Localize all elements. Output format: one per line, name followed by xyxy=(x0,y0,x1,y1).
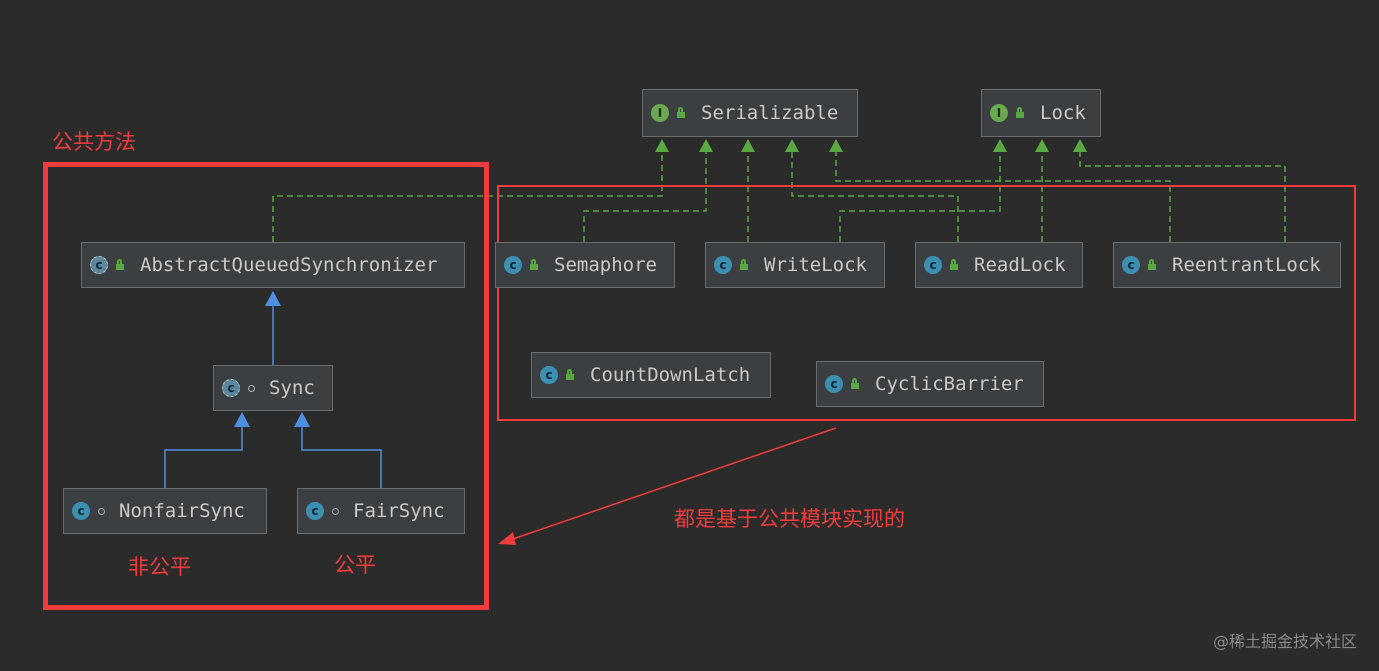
class-icon: c xyxy=(540,366,558,384)
aqs-implements-serializable xyxy=(272,139,669,242)
node-lock[interactable]: I Lock xyxy=(981,89,1101,137)
class-icon: c xyxy=(504,256,522,274)
extends-connectors xyxy=(164,291,382,488)
class-icon: c xyxy=(924,256,942,274)
abstract-class-icon: c xyxy=(222,379,240,397)
lock-icon xyxy=(675,107,687,119)
package-private-icon xyxy=(332,507,339,515)
semaphore-implements-serializable xyxy=(583,139,713,242)
lock-icon xyxy=(738,259,750,271)
watermark: @稀土掘金技术社区 xyxy=(1212,632,1357,651)
interface-icon: I xyxy=(990,104,1008,122)
readlock-implements-serializable xyxy=(785,139,959,242)
abstract-class-icon: c xyxy=(90,256,108,274)
class-icon: c xyxy=(714,256,732,274)
node-label: ReadLock xyxy=(974,254,1066,276)
fair-label: 公平 xyxy=(334,553,376,577)
node-label: WriteLock xyxy=(764,254,867,276)
node-sync[interactable]: c Sync xyxy=(213,365,333,411)
node-writelock[interactable]: c WriteLock xyxy=(705,242,885,288)
class-icon: c xyxy=(825,375,843,393)
reentrantlock-implements-serializable xyxy=(829,139,1171,242)
node-serializable[interactable]: I Serializable xyxy=(642,89,858,137)
node-label: Sync xyxy=(269,377,315,399)
lock-icon xyxy=(1146,259,1158,271)
fairsync-extends-sync xyxy=(294,412,382,488)
node-semaphore[interactable]: c Semaphore xyxy=(495,242,675,288)
based-on-public-label: 都是基于公共模块实现的 xyxy=(674,507,905,531)
interface-icon: I xyxy=(651,104,669,122)
node-label: NonfairSync xyxy=(119,500,245,522)
implementations-highlight-box xyxy=(497,185,1356,421)
class-icon: c xyxy=(72,502,90,520)
package-private-icon xyxy=(248,384,255,392)
node-label: AbstractQueuedSynchronizer xyxy=(140,254,438,276)
lock-icon xyxy=(948,259,960,271)
class-icon: c xyxy=(306,502,324,520)
node-label: ReentrantLock xyxy=(1172,254,1321,276)
node-label: FairSync xyxy=(353,500,445,522)
node-abstract-queued-synchronizer[interactable]: c AbstractQueuedSynchronizer xyxy=(81,242,465,288)
node-label: Serializable xyxy=(701,102,839,124)
lock-icon xyxy=(564,369,576,381)
node-reentrantlock[interactable]: c ReentrantLock xyxy=(1113,242,1341,288)
writelock-implements-lock xyxy=(839,139,1007,242)
nonfair-label: 非公平 xyxy=(128,555,191,579)
node-readlock[interactable]: c ReadLock xyxy=(915,242,1083,288)
node-label: Semaphore xyxy=(554,254,657,276)
lock-icon xyxy=(114,259,126,271)
public-methods-label: 公共方法 xyxy=(52,130,136,154)
public-module-highlight-box xyxy=(43,162,489,610)
node-nonfairsync[interactable]: c NonfairSync xyxy=(63,488,267,534)
node-countdownlatch[interactable]: c CountDownLatch xyxy=(531,352,771,398)
node-label: CyclicBarrier xyxy=(875,373,1024,395)
lock-icon xyxy=(1014,107,1026,119)
lock-icon xyxy=(849,378,861,390)
annotation-arrow xyxy=(498,427,837,545)
node-fairsync[interactable]: c FairSync xyxy=(297,488,465,534)
node-cyclicbarrier[interactable]: c CyclicBarrier xyxy=(816,361,1044,407)
node-label: Lock xyxy=(1040,102,1086,124)
annotation-arrow-head xyxy=(498,532,516,545)
implements-connectors xyxy=(272,139,1286,242)
node-label: CountDownLatch xyxy=(590,364,751,386)
package-private-icon xyxy=(98,507,105,515)
class-icon: c xyxy=(1122,256,1140,274)
reentrantlock-implements-lock xyxy=(1073,139,1286,242)
annotation-arrow-line xyxy=(509,427,837,541)
lock-icon xyxy=(528,259,540,271)
nonfairsync-extends-sync xyxy=(164,412,250,488)
